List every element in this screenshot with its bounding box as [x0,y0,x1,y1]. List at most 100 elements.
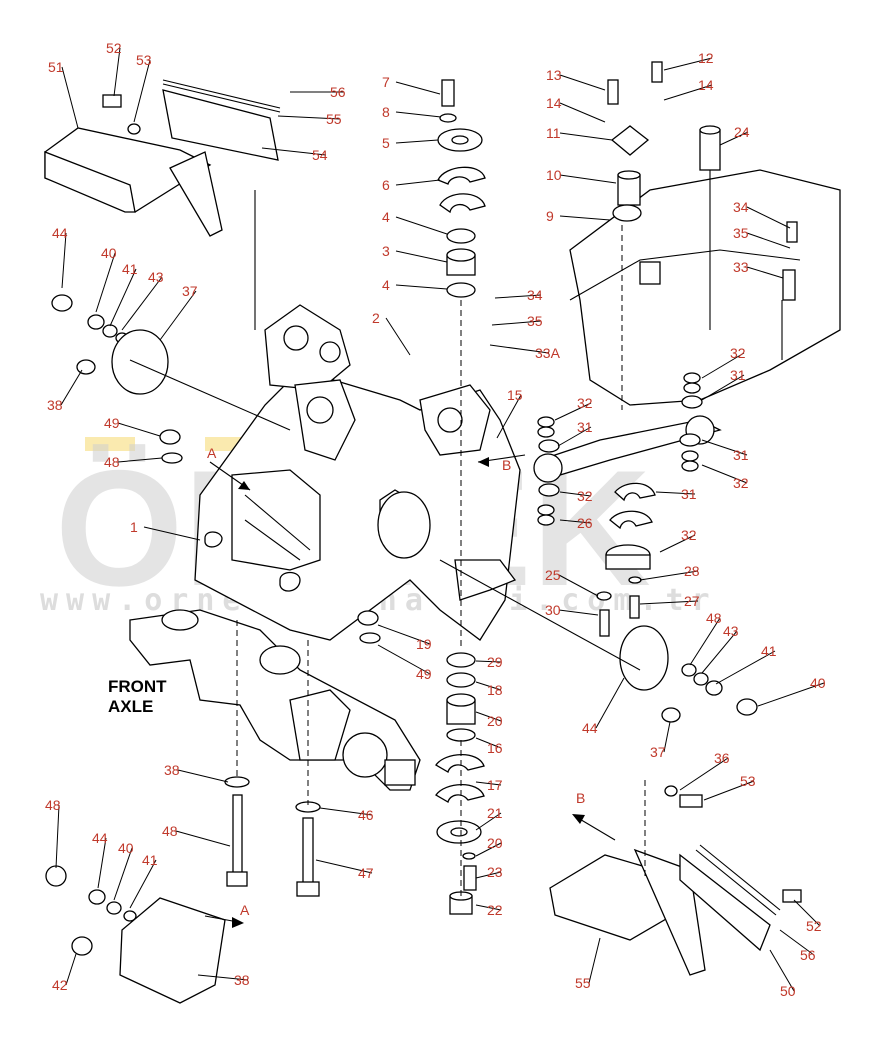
callout-4: 55 [326,111,342,127]
callout-25: 33A [535,345,561,361]
callout-leader-30 [663,84,713,101]
callout-leader-15 [395,81,441,95]
callout-28: 12 [698,50,714,66]
callout-58: 20 [487,835,503,851]
callout-27: 13 [546,67,562,83]
callout-leader-31 [559,132,613,141]
callout-45: 31 [681,486,697,502]
callout-leader-55 [475,737,502,749]
callout-leader-16 [395,111,442,118]
callout-73: 48 [45,797,61,813]
callout-34: 9 [546,208,554,224]
callout-leader-69 [177,769,229,783]
callout-1: 52 [106,40,122,56]
callout-leader-37 [746,266,784,279]
callout-leader-61 [377,624,431,645]
callout-leader-57 [475,812,502,831]
callout-12: 49 [104,415,120,431]
callout-64: 43 [723,623,739,639]
callout-61: 19 [416,636,432,652]
callout-54: 20 [487,713,503,729]
callout-leader-40 [554,402,592,421]
callout-leader-41 [557,426,592,447]
callout-33: 10 [546,167,562,183]
callout-70: 48 [162,823,178,839]
callout-leader-59 [475,871,502,879]
callout-leader-5 [261,147,327,156]
watermark-accent-1 [85,437,135,451]
callout-leader-1 [113,47,121,97]
callout-leader-4 [277,115,341,120]
arrows [204,454,616,928]
callout-17: 5 [382,135,390,151]
callout-leader-66 [757,682,825,707]
callout-0: 51 [48,59,64,75]
callout-71: 46 [358,807,374,823]
callout-leader-36 [746,232,791,249]
callout-leader-19 [395,216,448,235]
callout-leader-18 [395,179,441,186]
callout-leader-9 [121,276,163,331]
callout-59: 23 [487,864,503,880]
callout-leader-11 [60,369,83,406]
callout-55: 16 [487,740,503,756]
callout-leader-45 [655,491,696,495]
callout-leader-75 [113,847,133,901]
callout-leader-56 [475,781,502,786]
callout-72: 47 [358,865,374,881]
callout-leader-25 [489,344,550,354]
callout-leader-6 [61,232,67,289]
front-axle-label-line2: AXLE [108,697,153,716]
right-bottom-parts [549,625,802,976]
callout-leader-42 [701,439,748,456]
callout-15: 7 [382,74,390,90]
callout-80: 53 [740,773,756,789]
callout-66: 40 [810,675,826,691]
callout-leader-35 [746,206,791,229]
callout-47: 32 [681,527,697,543]
callout-leader-48 [558,574,599,597]
callout-leader-52 [475,660,502,663]
callout-69: 38 [164,762,180,778]
callout-leader-47 [659,534,696,553]
callout-26: 15 [507,387,523,403]
callout-leader-81 [793,899,821,927]
callout-leader-71 [319,807,373,816]
callout-leader-33 [559,174,617,184]
callout-leader-17 [395,139,439,144]
callout-leader-76 [129,859,157,909]
callout-24: 35 [527,313,543,329]
callout-leader-49 [639,570,699,581]
callout-52: 29 [487,654,503,670]
callout-leader-21 [395,284,448,290]
callout-77: 42 [52,977,68,993]
callout-38: 32 [730,345,746,361]
callout-23: 34 [527,287,543,303]
callout-16: 8 [382,104,390,120]
callout-68: 37 [650,744,666,760]
callout-22: 2 [372,310,380,326]
callout-leader-82 [779,929,815,956]
callout-leader-46 [559,519,592,524]
callout-49: 28 [684,563,700,579]
callout-62: 49 [416,666,432,682]
callout-60: 22 [487,902,503,918]
callout-leader-83 [588,937,601,984]
callout-leader-74 [97,837,107,889]
callout-leader-44 [559,491,592,497]
callout-leader-53 [475,681,502,691]
callout-leader-79 [679,757,729,791]
callout-leader-32 [719,131,749,146]
callout-leader-62 [377,644,431,675]
callout-leader-70 [175,830,231,847]
callout-43: 32 [733,475,749,491]
callout-leader-78 [197,974,249,981]
callout-82: 56 [800,947,816,963]
callout-leader-34 [559,215,611,221]
callout-leader-22 [385,317,411,356]
callout-leader-14 [143,526,201,541]
view-a-lower: A [240,902,250,918]
callout-35: 34 [733,199,749,215]
callout-9: 43 [148,269,164,285]
